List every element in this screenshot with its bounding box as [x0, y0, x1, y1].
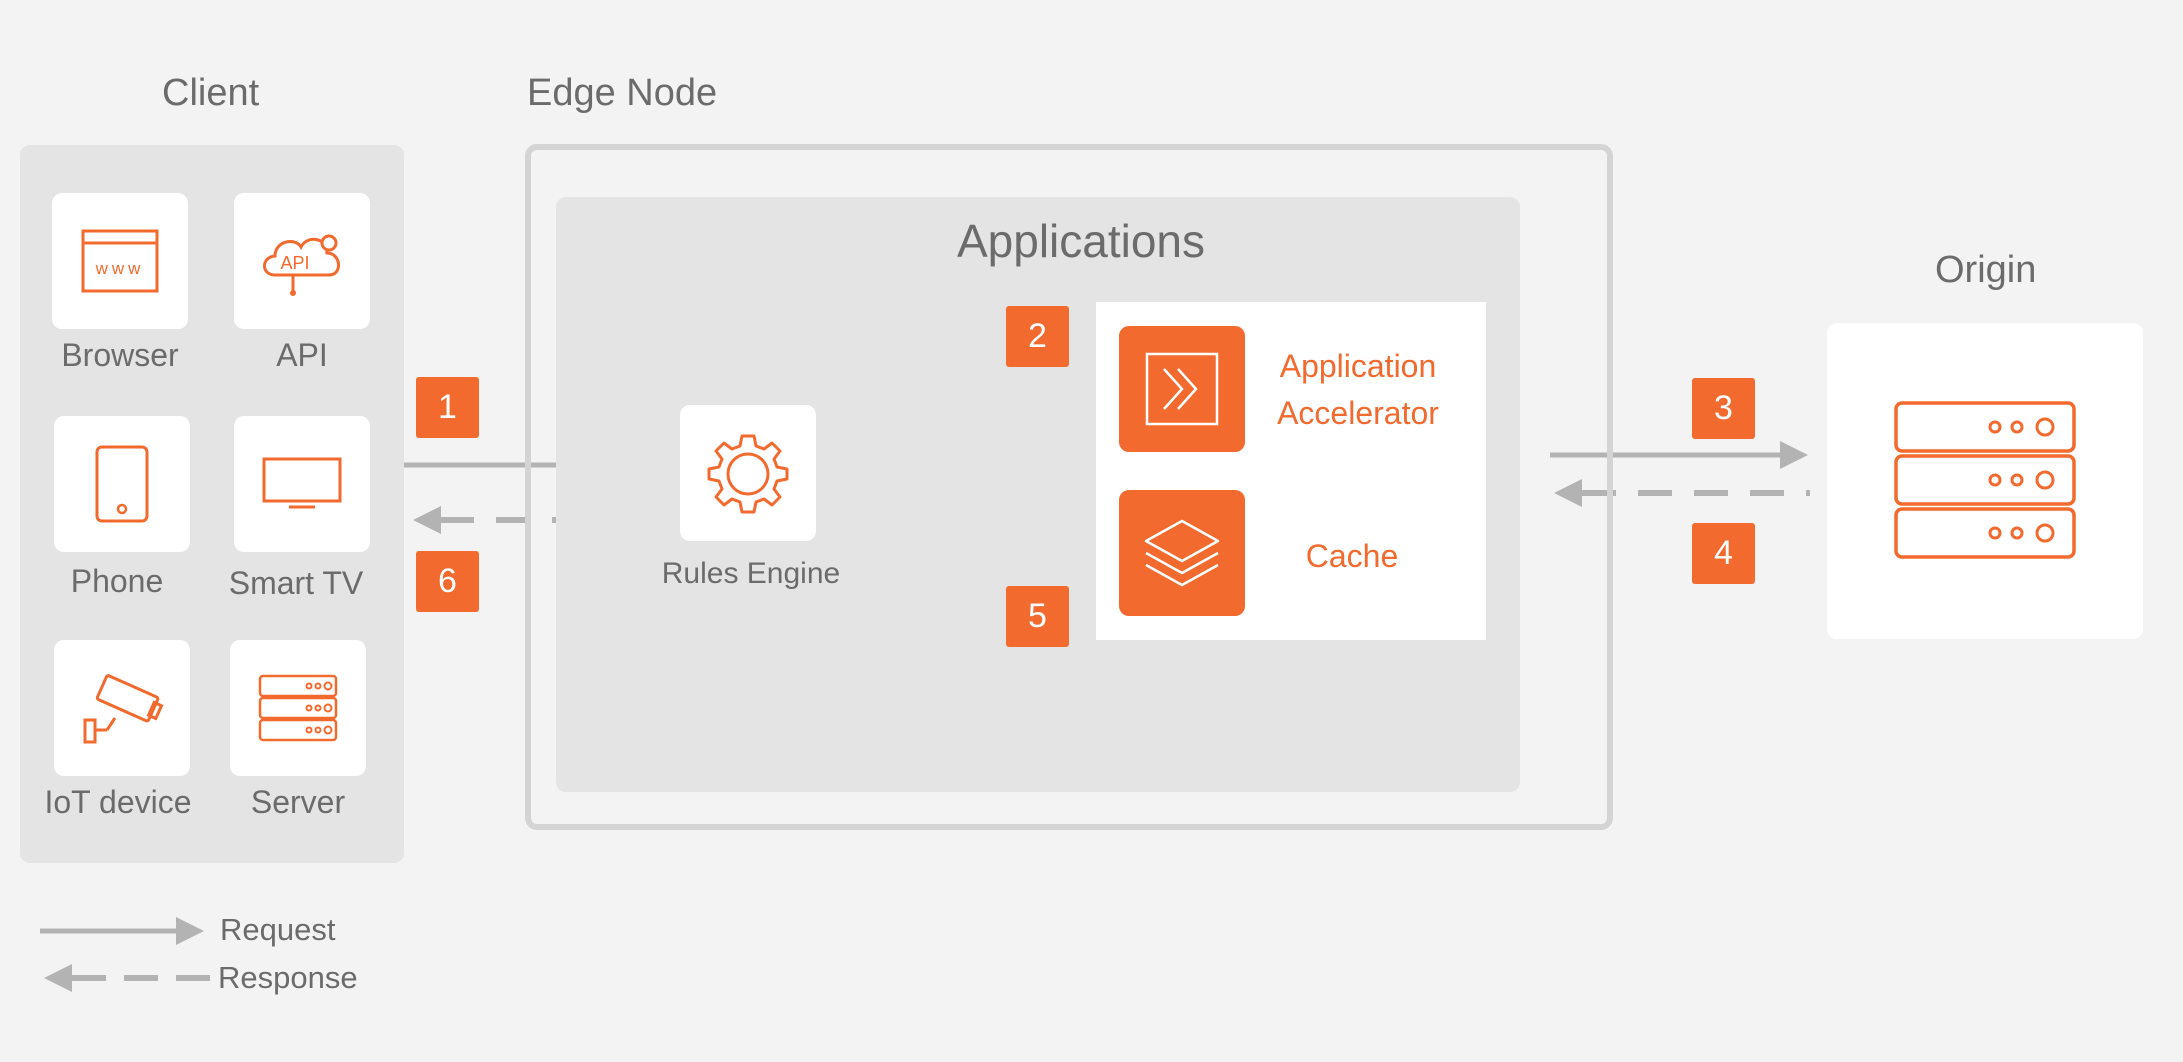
- step-badge-5: 5: [1006, 586, 1069, 647]
- server-icon: [258, 674, 338, 742]
- response-arrow-rules-to-client: [413, 506, 640, 534]
- gear-icon: [707, 434, 789, 514]
- client-title: Client: [162, 72, 260, 114]
- step-badge-1: 1: [416, 377, 479, 438]
- origin-server-icon: [1894, 401, 2076, 559]
- svg-text:www: www: [95, 259, 145, 278]
- rules-engine-tile: [680, 405, 816, 541]
- request-arrow-edge-to-origin: [1550, 441, 1808, 469]
- accelerator-icon: [1145, 352, 1219, 426]
- origin-tile: [1827, 323, 2143, 639]
- device-label-browser: Browser: [61, 337, 179, 373]
- step-badge-3: 3: [1692, 378, 1755, 439]
- device-label-api: API: [276, 337, 328, 373]
- layers-icon: [1144, 519, 1220, 587]
- legend-request-label: Request: [220, 912, 336, 947]
- server-tile: [230, 640, 366, 776]
- smart-tv-tile: [234, 416, 370, 552]
- browser-tile: www: [52, 193, 188, 329]
- browser-icon: www: [81, 229, 159, 293]
- accelerator-tile: [1119, 326, 1245, 452]
- api-cloud-icon: API: [263, 234, 340, 296]
- tv-icon: [262, 457, 342, 509]
- cache-label: Cache: [1305, 538, 1399, 574]
- svg-text:API: API: [280, 253, 309, 273]
- legend-response-label: Response: [218, 960, 358, 995]
- rules-engine-label: Rules Engine: [661, 557, 841, 590]
- camera-icon: [83, 674, 164, 744]
- device-label-server: Server: [250, 784, 346, 820]
- step-badge-2: 2: [1006, 306, 1069, 367]
- phone-tile: [54, 416, 190, 552]
- phone-icon: [95, 445, 149, 523]
- step-badge-4: 4: [1692, 523, 1755, 584]
- applications-title: Applications: [956, 215, 1206, 267]
- api-tile: API: [234, 193, 370, 329]
- accelerator-label: Application Accelerator: [1277, 348, 1439, 431]
- legend-request-arrow: [40, 917, 204, 945]
- origin-title: Origin: [1935, 249, 2037, 291]
- legend-response-arrow: [44, 964, 210, 992]
- cache-tile: [1119, 490, 1245, 616]
- response-arrow-origin-to-edge: [1554, 479, 1810, 507]
- iot-device-tile: [54, 640, 190, 776]
- edge-node-frame: [525, 144, 1613, 830]
- device-label-smart-tv: Smart TV: [228, 565, 364, 601]
- device-label-phone: Phone: [70, 563, 164, 599]
- step-badge-6: 6: [416, 551, 479, 612]
- device-label-iot: IoT device: [44, 784, 192, 820]
- edge-node-title: Edge Node: [527, 72, 718, 114]
